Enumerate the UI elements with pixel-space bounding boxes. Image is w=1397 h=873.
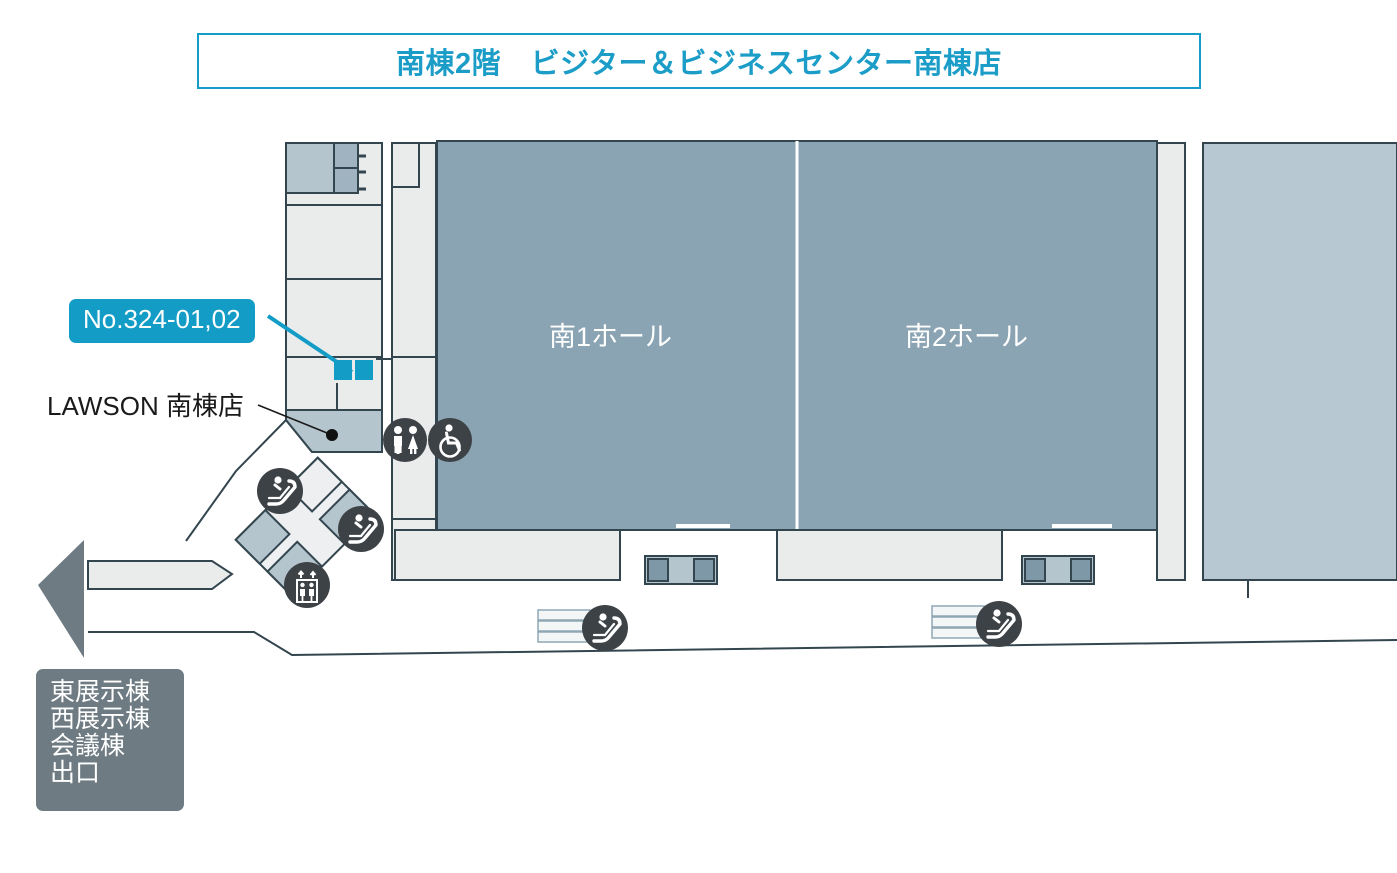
exit-sign-line-2: 西展示棟 [50, 705, 151, 733]
exit-sign-line-1: 東展示棟 [50, 678, 151, 706]
lawson-leader-line [257, 404, 333, 436]
hall-1-entrance-hall [394, 529, 621, 581]
east-building-block [1202, 142, 1397, 581]
hall-2-entrance-block [1021, 555, 1095, 585]
escalator-icon-upper-left[interactable] [257, 468, 303, 514]
walkway-band [87, 560, 234, 590]
exit-direction-sign: 東展示棟 西展示棟 会議棟 出口 [36, 669, 184, 811]
hall-group [436, 140, 1158, 531]
stair-hatch-right [1052, 524, 1112, 542]
exit-sign-line-3: 会議棟 [50, 732, 126, 760]
elevator-icon[interactable] [284, 562, 330, 608]
hall-1-entrance-block [644, 555, 718, 585]
booth-number-callout[interactable]: No.324-01,02 [69, 299, 255, 343]
lawson-leader-dot [326, 429, 338, 441]
lawson-store-label: LAWSON 南棟店 [47, 391, 244, 421]
plaza-boundary [185, 419, 287, 542]
hall-center-entrance-hall [776, 529, 1003, 581]
booth-leader-line [266, 314, 354, 374]
exit-direction-arrow [38, 540, 84, 658]
booth-324-02[interactable] [355, 360, 373, 380]
stair-hatch-left [676, 524, 730, 542]
concourse-lower-boundary [88, 631, 1397, 657]
page-title: 南棟2階 ビジター＆ビジネスセンター南棟店 [395, 48, 1003, 80]
hall-1-label: 南1ホール [549, 322, 673, 352]
escalator-icon-lower-right[interactable] [976, 601, 1022, 647]
wheelchair-accessible-icon[interactable] [428, 418, 472, 462]
right-corridor [1156, 142, 1186, 581]
hall-1-area[interactable] [436, 140, 798, 531]
escalator-cluster [234, 456, 376, 598]
hall-2-label: 南2ホール [905, 322, 1029, 352]
main-corridor [391, 142, 437, 581]
exit-sign-line-4: 出口 [50, 759, 101, 787]
restroom-icon[interactable] [383, 418, 427, 462]
escalator-icon-middle[interactable] [338, 506, 384, 552]
west-room-mid-1 [285, 204, 383, 280]
escalator-icon-lower-left[interactable] [582, 605, 628, 651]
page-title-bar: 南棟2階 ビジター＆ビジネスセンター南棟店 [197, 33, 1201, 89]
west-room-mid-2 [285, 278, 383, 358]
west-room-top-b [333, 142, 359, 169]
west-room-top-c [333, 167, 359, 194]
escalator-run-a [234, 508, 291, 566]
hall-2-area[interactable] [796, 140, 1158, 531]
corridor-top-stub [391, 142, 420, 188]
west-room-top-a [285, 142, 335, 194]
